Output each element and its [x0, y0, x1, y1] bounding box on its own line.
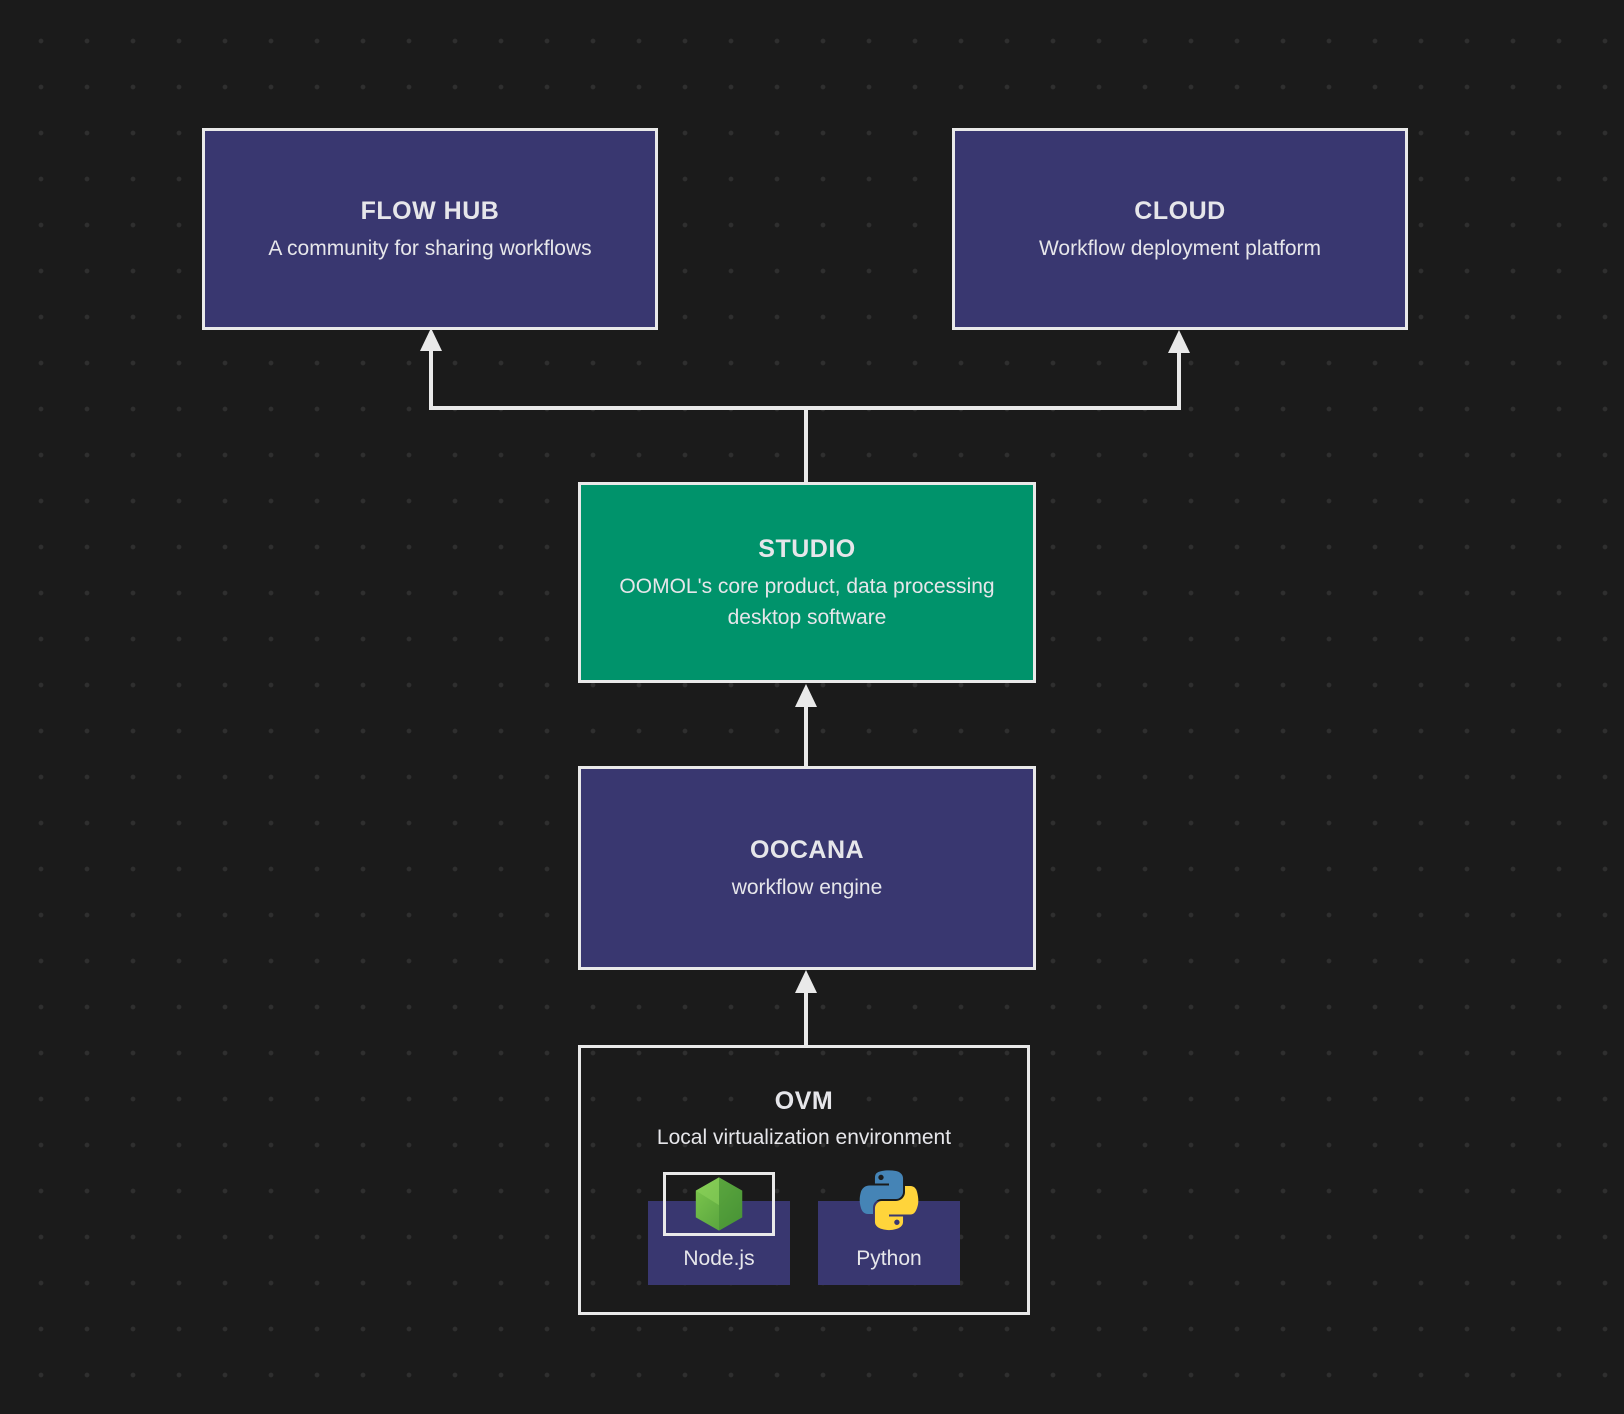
arrowhead-studio-icon	[795, 684, 817, 707]
oocana-title: OOCANA	[749, 836, 865, 864]
nodejs-icon	[663, 1172, 775, 1236]
oocana-subtitle: workflow engine	[731, 876, 883, 899]
ovm-runtimes: Node.js Python	[648, 1170, 960, 1285]
node-ovm: OVM Local virtualization environment	[578, 1045, 1030, 1315]
node-flow-hub: FLOW HUB A community for sharing workflo…	[202, 128, 658, 330]
arrowhead-cloud-icon	[1168, 330, 1190, 353]
connector-branch	[429, 346, 1181, 410]
cloud-subtitle: Workflow deployment platform	[1038, 237, 1322, 260]
node-python: Python	[818, 1170, 960, 1285]
flow-hub-subtitle: A community for sharing workflows	[268, 237, 592, 260]
studio-title: STUDIO	[758, 535, 856, 563]
node-oocana: OOCANA workflow engine	[578, 766, 1036, 970]
flow-hub-title: FLOW HUB	[360, 197, 500, 225]
arrowhead-oocana-icon	[795, 970, 817, 993]
python-label: Python	[856, 1247, 922, 1270]
arrowhead-flowhub-icon	[420, 328, 442, 351]
python-icon	[858, 1169, 920, 1231]
studio-subtitle: OOMOL's core product, data processing de…	[619, 575, 995, 629]
node-studio: STUDIO OOMOL's core product, data proces…	[578, 482, 1036, 683]
cloud-title: CLOUD	[1134, 197, 1226, 225]
nodejs-label: Node.js	[683, 1247, 755, 1270]
ovm-subtitle: Local virtualization environment	[656, 1126, 952, 1149]
ovm-title: OVM	[774, 1087, 834, 1115]
node-nodejs: Node.js	[648, 1172, 790, 1285]
node-cloud: CLOUD Workflow deployment platform	[952, 128, 1408, 330]
